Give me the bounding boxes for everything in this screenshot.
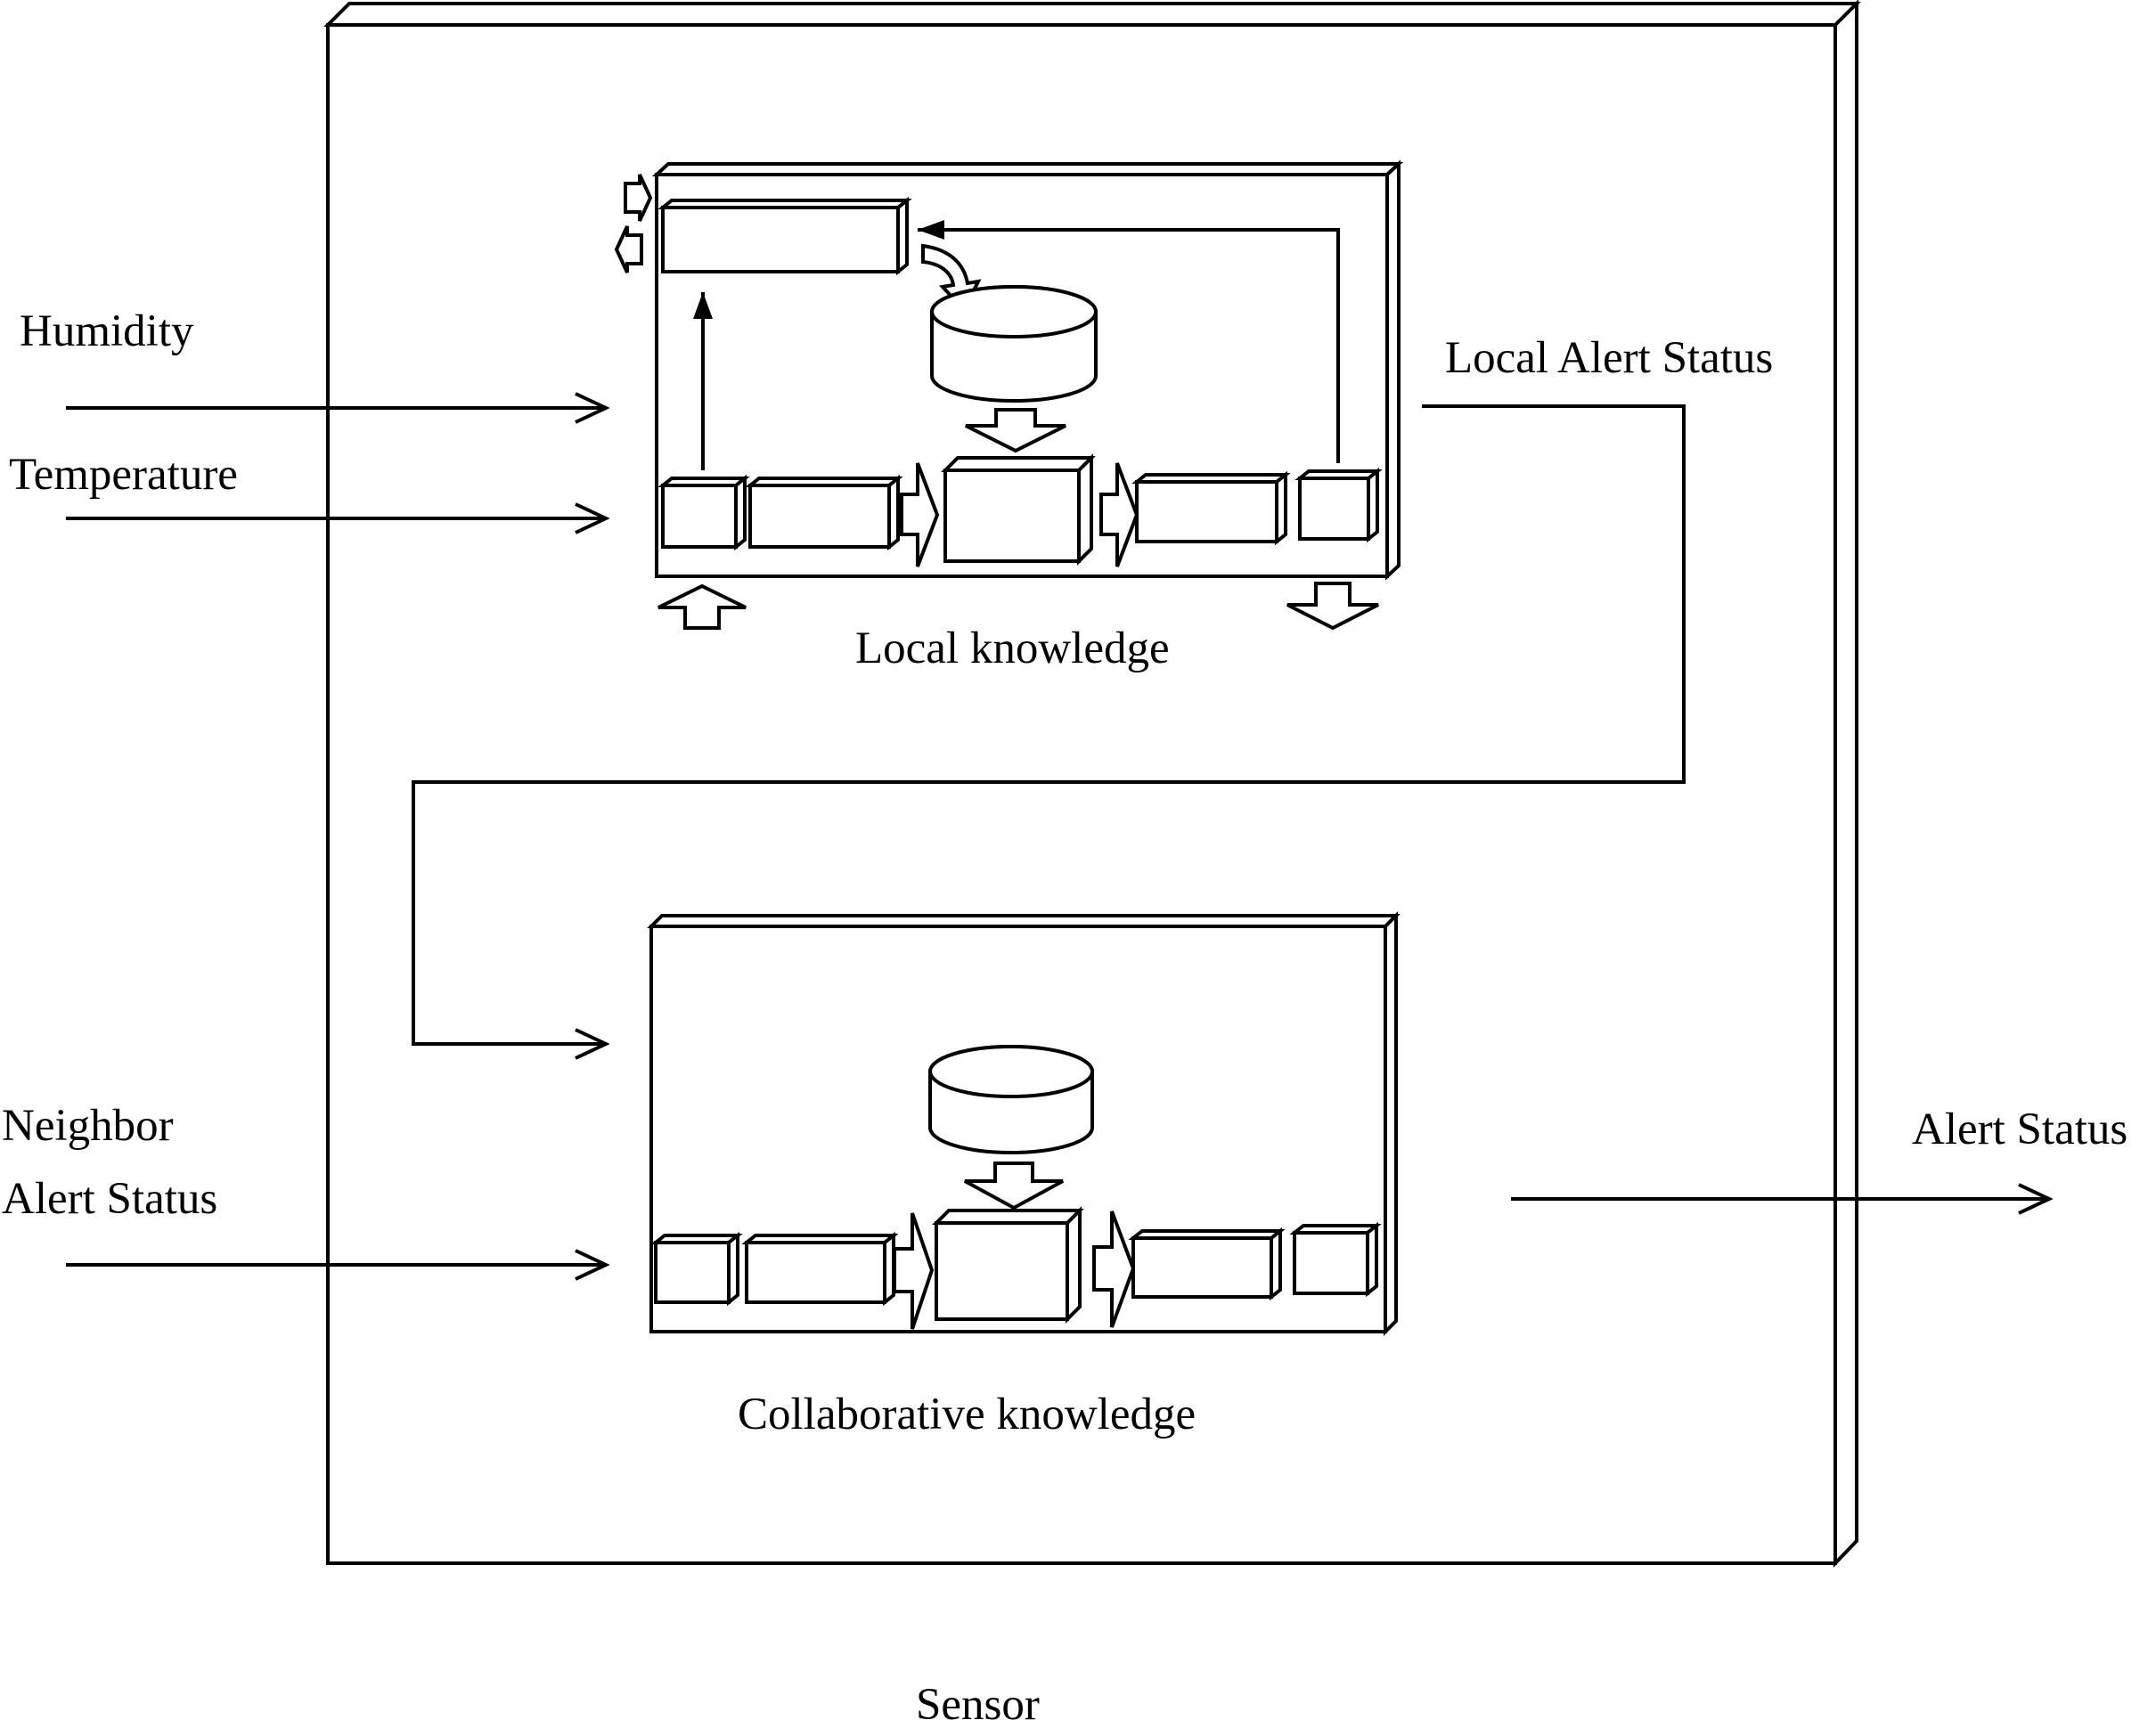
collaborative-knowledge-label: Collaborative knowledge	[738, 1390, 1196, 1439]
collaborative-arrow-from-engine	[1092, 1211, 1136, 1328]
local-side-arrow-in	[624, 174, 653, 222]
temperature-label: Temperature	[9, 450, 238, 500]
collaborative-status-block	[1289, 1221, 1382, 1298]
local-arrow-to-engine	[900, 462, 940, 567]
neighbor-label: Neighbor	[2, 1101, 174, 1151]
local-alert-status-label: Local Alert Status	[1445, 333, 1773, 383]
humidity-label: Humidity	[20, 306, 194, 356]
collaborative-inference-engine-block	[932, 1206, 1084, 1324]
collaborative-preprocess-block	[741, 1231, 899, 1307]
local-input-block	[657, 474, 750, 551]
collaborative-db-down-arrow	[964, 1162, 1064, 1211]
local-rule-block	[657, 196, 912, 276]
local-feedback-loop-arrow	[918, 220, 1340, 463]
collaborative-database-icon	[928, 1045, 1094, 1154]
collaborative-output-block	[1128, 1227, 1286, 1301]
local-output-block	[1131, 470, 1291, 546]
local-alert-route-arrow	[412, 404, 1686, 1044]
local-status-block	[1294, 467, 1383, 543]
alert-status-label: Alert Status	[1912, 1105, 2127, 1154]
neighbor-alert-status-label: Alert Status	[2, 1174, 217, 1224]
local-side-arrow-out	[614, 225, 643, 273]
local-preprocess-block	[745, 474, 903, 551]
local-knowledge-label: Local knowledge	[855, 624, 1170, 673]
local-bottom-down-arrow	[1286, 582, 1379, 631]
local-inference-engine-block	[941, 453, 1096, 566]
sensor-label: Sensor	[916, 1680, 1040, 1720]
collaborative-knowledge-module	[647, 911, 1401, 1336]
collaborative-arrow-to-engine	[893, 1212, 935, 1330]
collaborative-input-block	[650, 1231, 743, 1307]
local-arrow-from-engine	[1099, 462, 1139, 567]
local-database-icon	[930, 285, 1098, 403]
local-bottom-up-arrow	[657, 583, 747, 630]
local-knowledge-module	[614, 159, 1404, 631]
local-db-down-arrow	[965, 408, 1066, 453]
